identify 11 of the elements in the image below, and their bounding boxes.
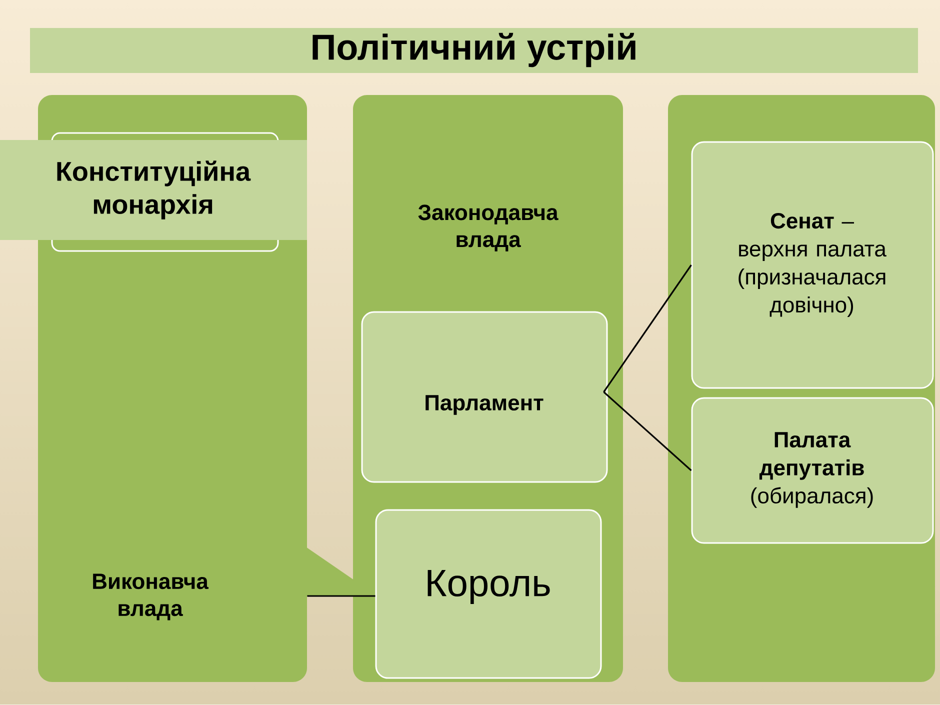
connector-line [603, 264, 692, 392]
rounded-box: Сенат – верхня палата (призначалася довічно) [691, 141, 934, 389]
label-band: Конституційна монархія [0, 140, 307, 240]
title-band: Політичний устрій [30, 28, 918, 73]
rounded-box: Палата депутатів (обиралася) [691, 397, 934, 544]
column-label: Виконавча влада [93, 574, 209, 620]
rounded-box: Король [375, 509, 602, 679]
rounded-box: Парламент [361, 311, 608, 483]
connector-line [603, 391, 692, 472]
column-label: Законодавча влада [418, 204, 558, 252]
connector-line [307, 595, 376, 597]
